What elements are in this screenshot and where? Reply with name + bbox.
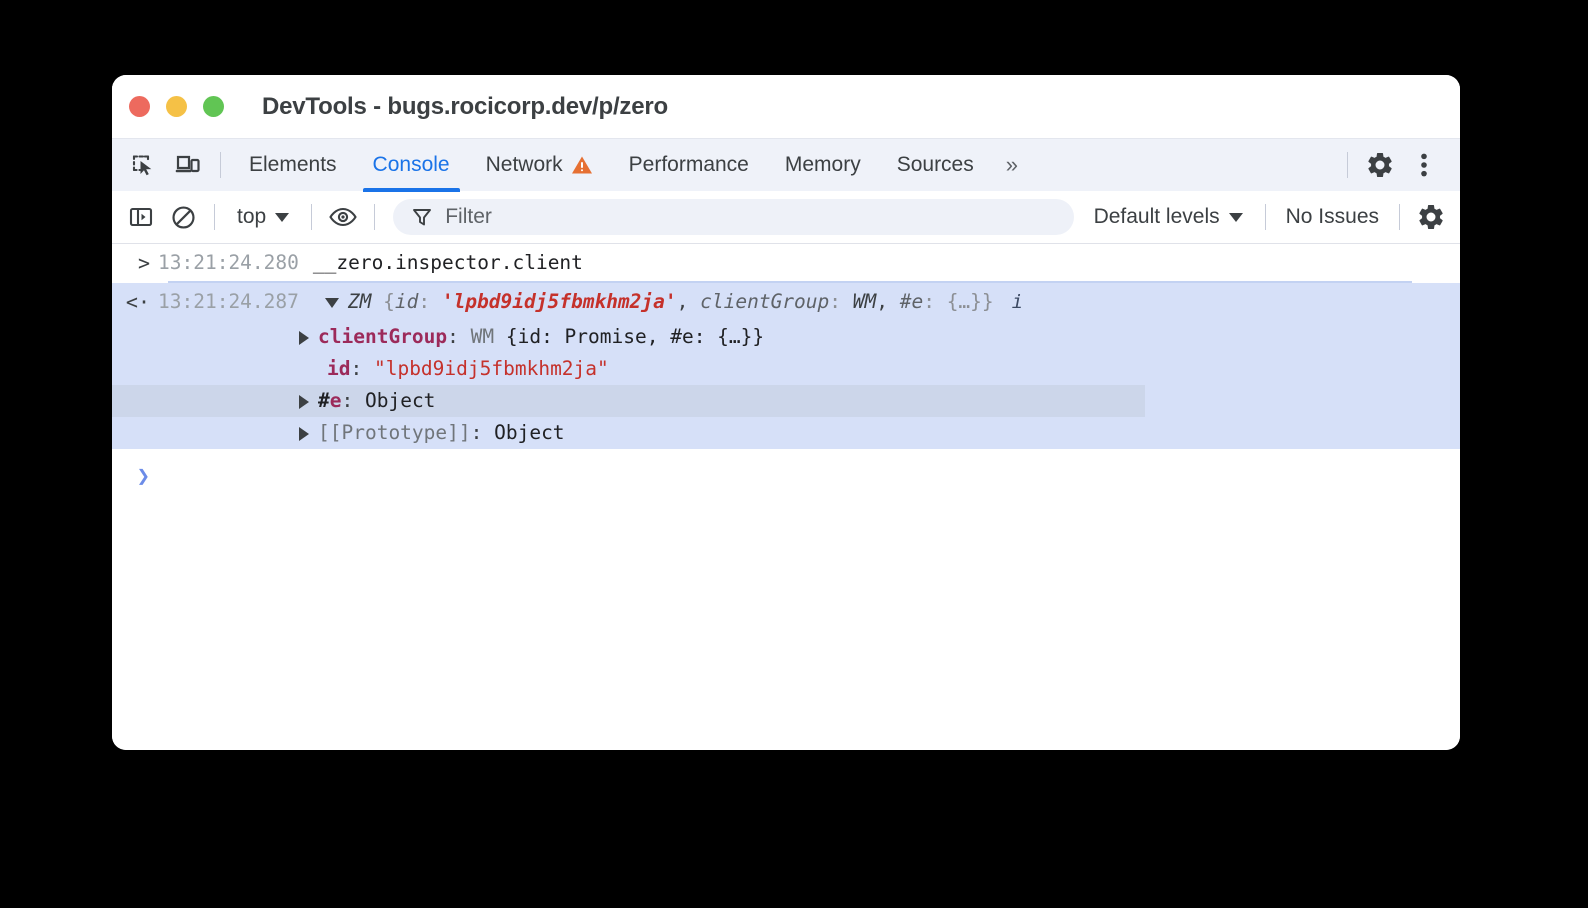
output-arrow-icon: <·: [125, 290, 150, 314]
preview-value-hash-e: {…}: [946, 290, 982, 313]
property-value: Object: [494, 421, 565, 444]
console-prompt[interactable]: ❯: [112, 449, 1460, 493]
window-title: DevTools - bugs.rocicorp.dev/p/zero: [262, 92, 668, 120]
devtools-window: DevTools - bugs.rocicorp.dev/p/zero: [112, 75, 1460, 750]
more-tabs-icon[interactable]: »: [1005, 152, 1018, 177]
minimize-window-button[interactable]: [166, 96, 187, 117]
preview-sep: :: [923, 290, 947, 313]
maximize-window-button[interactable]: [203, 96, 224, 117]
expand-property-toggle[interactable]: [299, 331, 309, 345]
property-name-hash: #: [318, 389, 330, 412]
property-separator: :: [470, 421, 495, 444]
input-arrow-icon: >: [137, 251, 150, 275]
console-toolbar: top Filter Default levels No: [112, 191, 1460, 244]
property-name: id: [327, 357, 351, 380]
tab-elements-label: Elements: [249, 153, 337, 176]
execution-context-label: top: [237, 205, 267, 228]
console-settings-gear-icon[interactable]: [1410, 196, 1452, 238]
expand-property-toggle[interactable]: [299, 395, 309, 409]
property-row-hash-e[interactable]: #e : Object: [112, 385, 1145, 417]
console-toolbar-divider-2: [311, 204, 313, 230]
property-row-clientgroup[interactable]: clientGroup : WM {id: Promise, #e: {…}}: [112, 321, 1460, 353]
info-icon[interactable]: i: [1011, 291, 1024, 313]
property-name: e: [329, 389, 342, 412]
object-open-brace: {: [371, 290, 395, 313]
object-properties-list: clientGroup : WM {id: Promise, #e: {…}} …: [112, 321, 1460, 449]
console-message-list[interactable]: > 13:21:24.280 __zero.inspector.client <…: [112, 244, 1460, 750]
tab-console[interactable]: Console: [355, 139, 468, 192]
property-row-id[interactable]: id : "lpbd9idj5fbmkhm2ja": [112, 353, 1460, 385]
property-name: [[Prototype]]: [318, 421, 471, 444]
settings-gear-icon[interactable]: [1358, 143, 1402, 187]
tabstrip-right-divider: [1347, 152, 1348, 178]
issues-counter[interactable]: No Issues: [1285, 205, 1379, 228]
preview-key-hash-e: #e: [899, 290, 924, 313]
clear-console-icon[interactable]: [162, 196, 204, 238]
property-value-constructor: WM: [470, 325, 506, 348]
message-timestamp: 13:21:24.280: [158, 251, 299, 274]
more-options-icon[interactable]: [1402, 143, 1446, 187]
expand-property-toggle[interactable]: [299, 427, 309, 441]
tab-sources-label: Sources: [896, 153, 974, 176]
property-row-prototype[interactable]: [[Prototype]] : Object: [112, 417, 1460, 449]
execution-context-selector[interactable]: top: [225, 201, 301, 233]
device-toolbar-icon[interactable]: [166, 143, 210, 187]
preview-value-id: 'lpbd9idj5fbmkhm2ja': [441, 290, 677, 313]
tab-network-label: Network: [485, 153, 563, 176]
tabstrip-divider: [220, 152, 221, 178]
preview-sep: :: [829, 290, 853, 313]
tab-network[interactable]: Network: [468, 139, 611, 192]
console-sidebar-icon[interactable]: [120, 196, 162, 238]
result-header-row[interactable]: <· 13:21:24.287 ZM { id : 'lpbd9idj5fbmk…: [112, 283, 1460, 321]
filter-placeholder: Filter: [445, 205, 492, 228]
property-value: Object: [364, 389, 436, 412]
tab-memory-label: Memory: [784, 153, 861, 176]
tab-sources[interactable]: Sources: [879, 139, 992, 192]
console-toolbar-divider-5: [1399, 204, 1400, 230]
message-timestamp: 13:21:24.287: [158, 290, 299, 313]
message-text: __zero.inspector.client: [312, 251, 583, 274]
tab-performance[interactable]: Performance: [611, 139, 767, 192]
warning-triangle-icon: [571, 155, 593, 175]
chevron-down-icon: [1228, 212, 1243, 222]
property-separator: :: [341, 389, 365, 412]
property-value: "lpbd9idj5fbmkhm2ja": [373, 357, 609, 380]
tab-console-label: Console: [372, 153, 450, 176]
property-value: {id: Promise, #e: {…}}: [505, 325, 765, 348]
preview-key-id: id: [394, 290, 419, 313]
property-separator: :: [350, 357, 374, 380]
tab-elements[interactable]: Elements: [231, 139, 355, 192]
preview-comma-1: ,: [676, 290, 701, 313]
traffic-light-group: [112, 96, 224, 117]
console-toolbar-divider-1: [214, 204, 215, 230]
inspect-element-icon[interactable]: [122, 143, 166, 187]
filter-funnel-icon: [411, 206, 433, 228]
tab-memory[interactable]: Memory: [767, 139, 879, 192]
console-toolbar-divider-3: [374, 204, 376, 230]
property-separator: :: [447, 325, 471, 348]
log-levels-label: Default levels: [1093, 205, 1220, 228]
tab-performance-label: Performance: [628, 153, 749, 176]
preview-key-clientgroup: clientGroup: [700, 290, 830, 313]
console-input-message[interactable]: > 13:21:24.280 __zero.inspector.client: [112, 244, 1460, 283]
window-title-bar: DevTools - bugs.rocicorp.dev/p/zero: [112, 75, 1460, 138]
object-constructor-name: ZM: [347, 290, 372, 313]
expand-object-toggle[interactable]: [324, 298, 339, 308]
preview-value-clientgroup: WM: [852, 290, 877, 313]
property-name: clientGroup: [318, 325, 448, 348]
prompt-chevron-icon: ❯: [136, 464, 150, 489]
preview-comma-2: ,: [876, 290, 900, 313]
console-toolbar-divider-4: [1264, 204, 1266, 230]
chevron-down-icon: [275, 212, 290, 222]
log-levels-selector[interactable]: Default levels: [1082, 201, 1255, 233]
console-result-message[interactable]: <· 13:21:24.287 ZM { id : 'lpbd9idj5fbmk…: [112, 281, 1460, 449]
object-close-brace: }: [981, 290, 994, 313]
filter-input[interactable]: Filter: [393, 199, 1074, 235]
live-expression-icon[interactable]: [322, 196, 364, 238]
preview-sep: :: [418, 290, 442, 313]
close-window-button[interactable]: [129, 96, 150, 117]
devtools-tabstrip: Elements Console Network Performance Mem…: [112, 138, 1460, 192]
